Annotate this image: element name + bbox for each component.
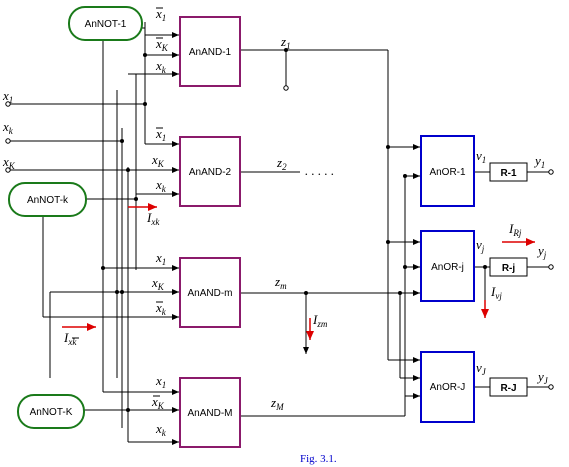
- andm-in-b: xK: [151, 275, 165, 292]
- current-arrows: [62, 203, 535, 340]
- current-labels: Ixk Ixk Izm IRj Ivj: [63, 210, 522, 347]
- and2-in-a: x1: [155, 126, 166, 143]
- not-block-K: AnNOT-K: [17, 394, 85, 429]
- junctions: [101, 48, 487, 412]
- or-block-j-label: AnOR-j: [431, 262, 464, 273]
- or-block-J-label: AnOR-J: [430, 382, 466, 393]
- zM-label: zM: [270, 395, 284, 412]
- output-labels: z1 z2 . . . . . zm zM v1 vj vJ y1 yj yJ: [270, 34, 549, 412]
- not-block-k-label: AnNOT-k: [27, 195, 69, 206]
- andm-input-labels: x1 xK xk: [151, 250, 167, 317]
- input-x1-label: x1: [2, 88, 13, 105]
- r-block-J: R-J: [489, 377, 528, 397]
- andM-in-a: x1: [155, 373, 166, 390]
- r-block-j-label: R-j: [502, 263, 516, 274]
- current-izm-label: Izm: [312, 312, 328, 329]
- not-block-1: AnNOT-1: [68, 6, 143, 41]
- andM-in-c: xk: [155, 421, 167, 438]
- not-block-k: AnNOT-k: [8, 182, 87, 217]
- ellipsis-label: . . . . .: [305, 163, 334, 178]
- r-block-j: R-j: [489, 257, 528, 277]
- input-xK-label: xK: [2, 154, 16, 171]
- z1-label: z1: [280, 34, 291, 51]
- z2-label: z2: [276, 155, 287, 172]
- input-xk-label: xk: [2, 119, 14, 136]
- and2-in-b: xK: [151, 152, 165, 169]
- or-block-1: AnOR-1: [420, 135, 475, 207]
- terminals: [5, 85, 554, 390]
- and-block-M-label: AnAND-M: [187, 408, 232, 419]
- not-block-K-label: AnNOT-K: [30, 407, 73, 418]
- v1-label: v1: [476, 148, 486, 165]
- current-irj-label: IRj: [508, 221, 522, 238]
- current-ivj-label: Ivj: [490, 284, 502, 301]
- or-block-j: AnOR-j: [420, 230, 475, 302]
- yj-label: yj: [536, 243, 547, 260]
- and-block-m: AnAND-m: [179, 257, 241, 328]
- figure-caption: Fig. 3.1.: [300, 453, 337, 465]
- and2-in-c: xk: [155, 177, 167, 194]
- andM-in-b: xK: [151, 394, 165, 411]
- vj-label: vj: [476, 237, 485, 254]
- and-block-M: AnAND-M: [179, 377, 241, 448]
- andm-in-a: x1: [155, 250, 166, 267]
- and-block-m-label: AnAND-m: [187, 288, 232, 299]
- r-block-1: R-1: [489, 162, 528, 182]
- current-ixk-bar-label: Ixk: [63, 330, 77, 347]
- and1-in-a: x1: [155, 6, 166, 23]
- input-labels: x1 xk xK: [2, 88, 16, 171]
- and1-in-c: xk: [155, 58, 167, 75]
- r-block-J-label: R-J: [500, 383, 516, 394]
- or-block-J: AnOR-J: [420, 351, 475, 423]
- and-block-1: AnAND-1: [179, 16, 241, 87]
- and1-in-b: xK: [155, 36, 169, 53]
- andm-in-c: xk: [155, 300, 167, 317]
- and-block-2: AnAND-2: [179, 136, 241, 207]
- current-ixk-label: Ixk: [146, 210, 160, 227]
- and-block-1-label: AnAND-1: [189, 47, 232, 58]
- yJ-label: yJ: [536, 369, 549, 386]
- r-block-1-label: R-1: [500, 168, 517, 179]
- wires: [8, 22, 549, 445]
- or-block-1-label: AnOR-1: [429, 167, 466, 178]
- and1-input-labels: x1 xK xk: [155, 6, 169, 75]
- andM-input-labels: x1 xK xk: [151, 373, 167, 438]
- and-block-2-label: AnAND-2: [189, 167, 232, 178]
- not-block-1-label: AnNOT-1: [85, 19, 127, 30]
- zm-label: zm: [274, 274, 287, 291]
- and2-input-labels: x1 xK xk: [151, 126, 167, 194]
- y1-label: y1: [533, 153, 545, 170]
- vJ-label: vJ: [476, 360, 487, 377]
